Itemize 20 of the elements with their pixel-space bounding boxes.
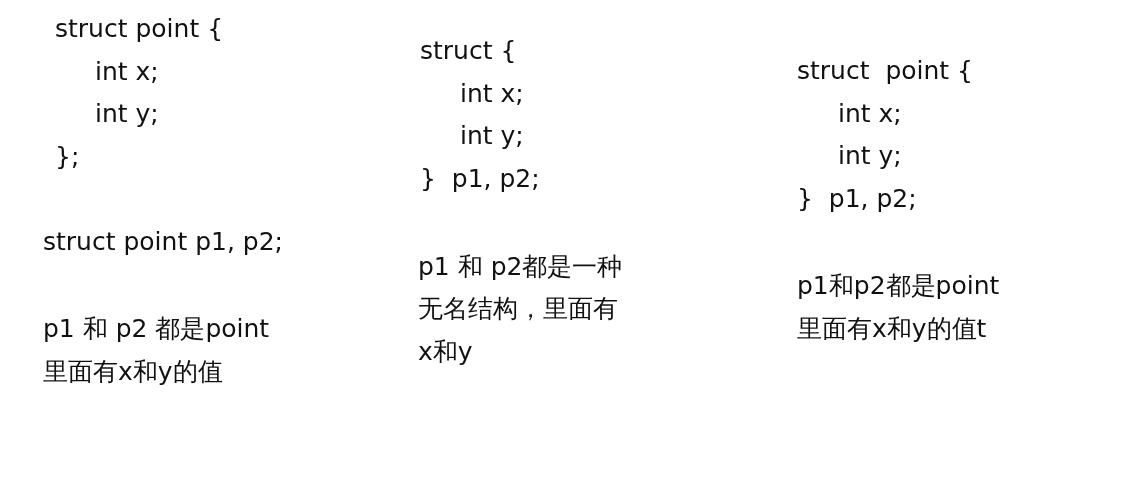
code-line: struct { — [420, 35, 517, 67]
note-text: 里面有x和y的值 — [43, 356, 223, 388]
code-line: struct point { — [55, 13, 224, 45]
code-line: int x; — [95, 56, 159, 88]
code-line: struct point p1, p2; — [43, 226, 283, 258]
code-line: } p1, p2; — [420, 163, 540, 195]
code-line: int x; — [460, 78, 524, 110]
note-text: 里面有x和y的值t — [797, 313, 987, 345]
code-line: }; — [55, 141, 80, 173]
code-line: } p1, p2; — [797, 183, 917, 215]
note-text: x和y — [418, 336, 473, 368]
note-text: p1 和 p2都是一种 — [418, 251, 623, 283]
code-line: int y; — [95, 98, 159, 130]
note-text: p1和p2都是point — [797, 270, 1000, 302]
code-line: struct point { — [797, 55, 973, 87]
code-line: int y; — [460, 120, 524, 152]
note-text: p1 和 p2 都是point — [43, 313, 270, 345]
note-text: 无名结构，里面有 — [418, 293, 618, 325]
code-line: int x; — [838, 98, 902, 130]
code-line: int y; — [838, 140, 902, 172]
